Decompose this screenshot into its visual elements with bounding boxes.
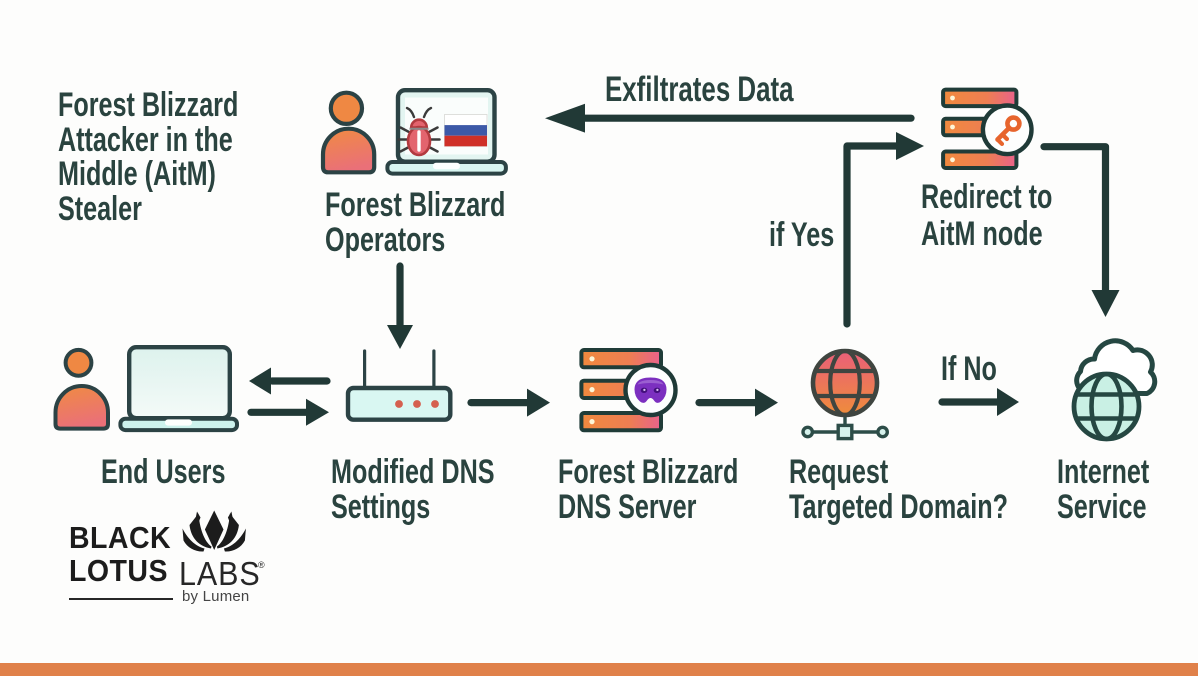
arrow-if-yes-elbow	[843, 132, 924, 328]
label-internet-service: Internet Service	[1057, 453, 1150, 526]
label-redirect-to-aitm-node: Redirect to AitM node	[921, 178, 1053, 253]
router-icon	[345, 349, 453, 422]
edge-label-exfiltrates-data: Exfiltrates Data	[605, 70, 794, 109]
router-led	[431, 400, 439, 408]
arrow-ifno-to-internet	[938, 388, 1019, 416]
label-request-targeted-domain: Request Targeted Domain?	[789, 453, 1009, 526]
edge-label-if-yes: if Yes	[769, 216, 835, 254]
operators-icon	[320, 87, 508, 176]
logo-word-lotus: LOTUS	[69, 553, 168, 589]
bandit-mask-icon	[634, 377, 667, 403]
logo-word-black: BLACK	[69, 520, 172, 555]
end-users-icon	[53, 345, 239, 433]
arrow-dnsserver-to-request	[695, 388, 778, 417]
aitm-server-icon	[941, 87, 1034, 170]
router-led	[413, 400, 421, 408]
logo-registered-mark: ®	[258, 560, 265, 570]
infected-laptop-icon	[385, 87, 508, 176]
internet-service-icon	[1071, 338, 1158, 442]
attacker-person-icon	[320, 90, 377, 175]
label-forest-blizzard-operators: Forest Blizzard Operators	[325, 186, 506, 259]
diagram-title: Forest Blizzard Attacker in the Middle (…	[58, 86, 239, 228]
router-led	[395, 400, 403, 408]
arrow-router-to-dnsserver	[467, 388, 550, 417]
label-end-users: End Users	[101, 453, 226, 491]
person-icon	[53, 347, 110, 431]
key-badge	[980, 103, 1034, 157]
arrow-exfiltrates-data	[545, 103, 915, 133]
network-nodes	[801, 414, 889, 441]
bandit-mask-badge	[623, 362, 678, 418]
logo-labs: LABS	[179, 556, 261, 593]
logo-divider-line	[69, 598, 173, 600]
russian-flag-icon	[444, 114, 488, 147]
key-icon	[995, 115, 1022, 147]
laptop-icon	[118, 345, 239, 433]
dns-server-icon	[579, 348, 678, 433]
arrow-router-to-endusers	[249, 367, 331, 395]
lotus-flower-icon	[182, 510, 246, 552]
arrow-endusers-to-router	[247, 398, 329, 426]
request-globe-icon	[801, 348, 889, 441]
edge-label-if-no: If No	[941, 350, 997, 388]
arrow-aitm-to-internet-elbow	[1040, 143, 1120, 317]
arrow-operators-to-router	[387, 262, 413, 349]
footer-accent-bar	[0, 663, 1198, 676]
logo-byline: by Lumen	[182, 588, 250, 605]
label-modified-dns-settings: Modified DNS Settings	[331, 453, 495, 526]
label-forest-blizzard-dns-server: Forest Blizzard DNS Server	[558, 453, 739, 526]
bug-icon	[397, 106, 441, 157]
